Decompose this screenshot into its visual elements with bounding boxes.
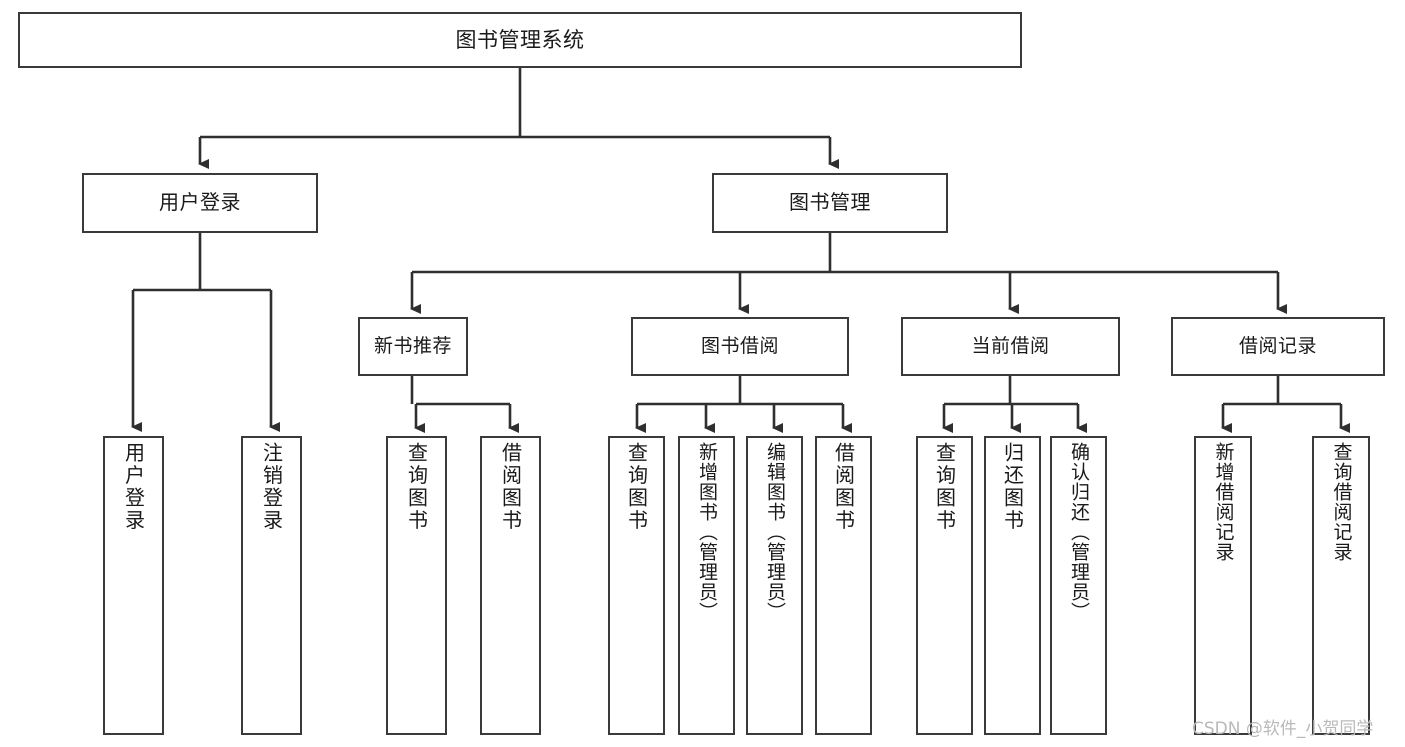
- node-label: 借阅记录: [1238, 335, 1317, 358]
- node-leaf-cb-confirm-return[interactable]: 确认归还（管理员）: [1050, 436, 1107, 735]
- node-label: 新增图书（管理员）: [696, 442, 718, 622]
- node-leaf-bb-add-book[interactable]: 新增图书（管理员）: [678, 436, 735, 735]
- node-label: 新书推荐: [373, 335, 452, 358]
- node-user-login[interactable]: 用户登录: [82, 173, 318, 233]
- node-root-book-management-system[interactable]: 图书管理系统: [18, 12, 1022, 68]
- node-label: 图书管理系统: [455, 27, 585, 52]
- node-label: 查询图书: [624, 442, 649, 532]
- node-leaf-br-add-record[interactable]: 新增借阅记录: [1194, 436, 1252, 735]
- node-leaf-user-login[interactable]: 用户登录: [103, 436, 164, 735]
- node-book-borrow[interactable]: 图书借阅: [631, 317, 849, 376]
- node-label: 图书管理: [789, 190, 871, 215]
- node-leaf-br-query-record[interactable]: 查询借阅记录: [1312, 436, 1370, 735]
- node-label: 图书借阅: [700, 335, 779, 358]
- node-label: 当前借阅: [971, 335, 1050, 358]
- node-leaf-rec-query-book[interactable]: 查询图书: [386, 436, 447, 735]
- node-label: 借阅图书: [498, 442, 523, 532]
- node-borrow-record[interactable]: 借阅记录: [1171, 317, 1385, 376]
- node-book-management[interactable]: 图书管理: [712, 173, 948, 233]
- node-label: 查询图书: [932, 442, 957, 532]
- node-label: 注销登录: [259, 442, 284, 532]
- node-current-borrow[interactable]: 当前借阅: [901, 317, 1120, 376]
- node-label: 用户登录: [121, 442, 146, 532]
- node-label: 查询借阅记录: [1330, 442, 1353, 562]
- node-leaf-rec-borrow-book[interactable]: 借阅图书: [480, 436, 541, 735]
- node-leaf-bb-borrow-book[interactable]: 借阅图书: [815, 436, 872, 735]
- node-leaf-bb-edit-book[interactable]: 编辑图书（管理员）: [746, 436, 803, 735]
- csdn-watermark: CSDN @软件_小贺同学: [1192, 719, 1374, 739]
- node-label: 用户登录: [159, 190, 241, 215]
- node-label: 确认归还（管理员）: [1068, 442, 1090, 622]
- node-leaf-cb-return-book[interactable]: 归还图书: [984, 436, 1041, 735]
- node-new-book-recommend[interactable]: 新书推荐: [358, 317, 468, 376]
- node-label: 归还图书: [1000, 442, 1025, 532]
- node-label: 新增借阅记录: [1212, 442, 1235, 562]
- node-label: 编辑图书（管理员）: [764, 442, 786, 622]
- node-leaf-cb-query-book[interactable]: 查询图书: [916, 436, 973, 735]
- node-label: 查询图书: [404, 442, 429, 532]
- node-leaf-bb-query-book[interactable]: 查询图书: [608, 436, 665, 735]
- node-leaf-user-logout[interactable]: 注销登录: [241, 436, 302, 735]
- node-label: 借阅图书: [831, 442, 856, 532]
